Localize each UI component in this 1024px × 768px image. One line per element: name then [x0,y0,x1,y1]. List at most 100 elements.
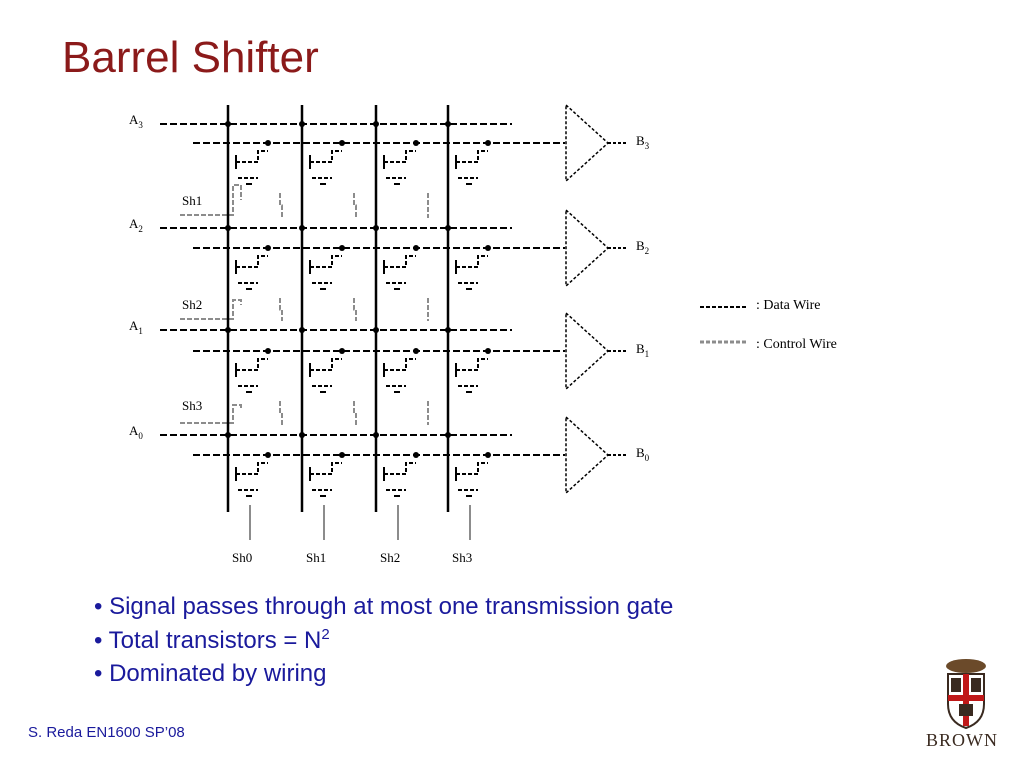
gate-channel [456,150,488,163]
output-label: B0 [636,445,650,463]
transmission-gate [225,121,271,185]
transmission-gate [445,121,491,185]
label-base: B [636,445,645,460]
bottom-shift-label: Sh1 [306,550,326,565]
control-stair-wire [353,298,357,321]
junction-dot [373,327,379,333]
transmission-gate [373,225,419,290]
label-subscript: 1 [138,326,143,336]
shift-control-wire [180,299,242,320]
junction-dot [413,348,419,354]
junction-dot [299,432,305,438]
book-icon [951,678,961,692]
label-subscript: 3 [645,141,650,151]
junction-dot [485,245,491,251]
junction-dot [373,225,379,231]
gate-channel [384,150,416,163]
junction-dot [225,225,231,231]
buffer-triangle [565,311,610,391]
buffer-triangle [565,415,610,495]
data-wires [160,105,565,512]
control-stair-wire [279,401,283,425]
transmission-gate [373,121,419,185]
gate-channel [456,462,488,475]
bullet-text: • Dominated by wiring [94,660,327,687]
label-base: A [129,423,139,438]
junction-dot [299,327,305,333]
gate-channel [236,358,268,371]
label-subscript: 0 [138,431,143,441]
bullet-text: • Signal passes through at most one tran… [94,593,674,620]
input-label: A0 [129,423,143,441]
junction-dot [339,452,345,458]
transmission-gate [299,225,345,290]
junction-dot [445,327,451,333]
junction-dot [373,432,379,438]
junction-dot [445,432,451,438]
input-label: A1 [129,318,143,336]
legend-control-label: : Control Wire [756,337,837,352]
transmission-gate [225,432,271,497]
junction-dot [413,245,419,251]
gate-channel [310,150,342,163]
wire-legend: : Data Wire : Control Wire [700,298,837,352]
output-buffers [565,103,628,495]
label-base: B [636,341,645,356]
buffer-triangle [565,208,610,288]
control-stair-wire [353,401,357,425]
label-base: B [636,238,645,253]
junction-dot [339,245,345,251]
junction-dot [413,452,419,458]
shift-control-wire [180,184,242,216]
junction-dot [373,121,379,127]
book-icon [971,678,981,692]
bullet-item: • Signal passes through at most one tran… [94,590,673,624]
junction-dot [265,348,271,354]
junction-dot [445,121,451,127]
slide-title: Barrel Shifter [62,33,319,82]
logo-wordmark: BROWN [926,730,998,750]
buffer-triangle [565,103,610,183]
bullet-text: • Total transistors = N [94,626,322,654]
gate-channel [236,150,268,163]
junction-dot [265,140,271,146]
junction-dot [339,140,345,146]
junction-dot [485,452,491,458]
bullet-list: • Signal passes through at most one tran… [94,590,673,691]
junction-dot [225,327,231,333]
control-stair-wire [279,193,283,218]
label-base: A [129,112,139,127]
transmission-gate [445,432,491,497]
control-wires [180,184,471,540]
bullet-item: • Dominated by wiring [94,657,673,691]
junction-dot [225,432,231,438]
junction-dot [299,121,305,127]
transmission-gate [299,121,345,185]
junction-dot [225,121,231,127]
junction-dot [485,348,491,354]
bottom-shift-label: Sh2 [380,550,400,565]
legend-data-label: : Data Wire [756,298,820,313]
logo-crest-top [946,659,986,673]
transmission-gate [225,327,271,393]
slide-footer: S. Reda EN1600 SP’08 [28,724,185,741]
bullet-superscript: 2 [321,625,330,643]
output-label: B1 [636,341,649,359]
label-base: A [129,318,139,333]
junction-dot [445,225,451,231]
output-label: B3 [636,133,650,151]
label-subscript: 1 [645,349,650,359]
transmission-gate [445,327,491,393]
label-base: A [129,216,139,231]
gate-channel [384,462,416,475]
transmission-gate [373,327,419,393]
transmission-gate [299,432,345,497]
shift-label: Sh1 [182,193,202,208]
junction-dot [339,348,345,354]
junction-dot [413,140,419,146]
control-stair-wire [279,298,283,321]
junction-dot [265,452,271,458]
label-subscript: 0 [645,453,650,463]
junction-dot [485,140,491,146]
